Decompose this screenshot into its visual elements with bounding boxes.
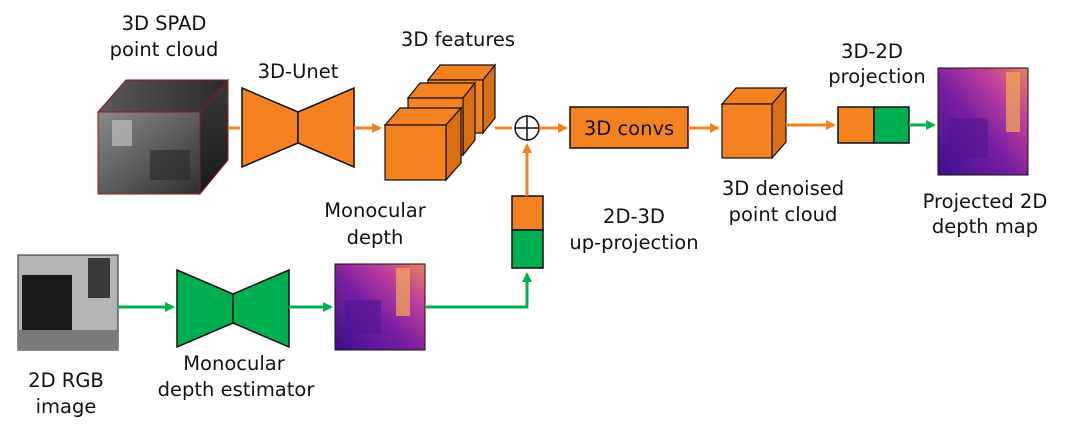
denoised-label-line1: 3D denoised <box>722 177 844 200</box>
estimator-label-line2: depth estimator <box>158 378 316 401</box>
unet-3d-block-right <box>297 86 355 169</box>
denoised-label-line2: point cloud <box>729 203 838 226</box>
mono-depth-label-line1: Monocular <box>324 199 426 222</box>
depth-estimator-block-right <box>232 268 290 349</box>
projected-label-line2: depth map <box>932 215 1038 238</box>
features-label: 3D features <box>401 28 515 51</box>
unet-label: 3D-Unet <box>258 60 339 83</box>
convs-label: 3D convs <box>584 117 674 140</box>
depth-estimator-block <box>176 268 234 349</box>
spad-label-line2: point cloud <box>110 38 219 61</box>
projection-3d2d-green <box>873 106 910 144</box>
rgb-label-line2: image <box>36 395 97 418</box>
rgb-image <box>17 254 119 351</box>
rgb-label-line1: 2D RGB <box>28 369 104 392</box>
up-label-line1: 2D-3D <box>603 205 665 228</box>
projected-depth-map-image <box>937 67 1029 176</box>
arrow-depth-to-upprojection <box>425 272 532 309</box>
projected-label-line1: Projected 2D <box>923 190 1048 213</box>
mono-depth-label-line2: depth <box>347 226 404 249</box>
denoised-cube <box>720 86 788 160</box>
upprojection-orange <box>511 195 544 231</box>
monocular-depth-image <box>334 263 426 351</box>
proj32-label-line1: 3D-2D <box>841 40 903 63</box>
spad-point-cloud-image <box>96 78 230 196</box>
upprojection-green <box>511 229 544 269</box>
proj32-label-line2: projection <box>828 65 925 88</box>
circle-plus-icon <box>514 115 540 141</box>
unet-3d-block <box>241 86 299 169</box>
estimator-label-line1: Monocular <box>183 352 285 375</box>
up-label-line2: up-projection <box>569 231 698 254</box>
projection-3d2d-orange <box>837 106 875 144</box>
features-3d-stack <box>383 63 497 182</box>
spad-label-line1: 3D SPAD <box>122 12 207 35</box>
